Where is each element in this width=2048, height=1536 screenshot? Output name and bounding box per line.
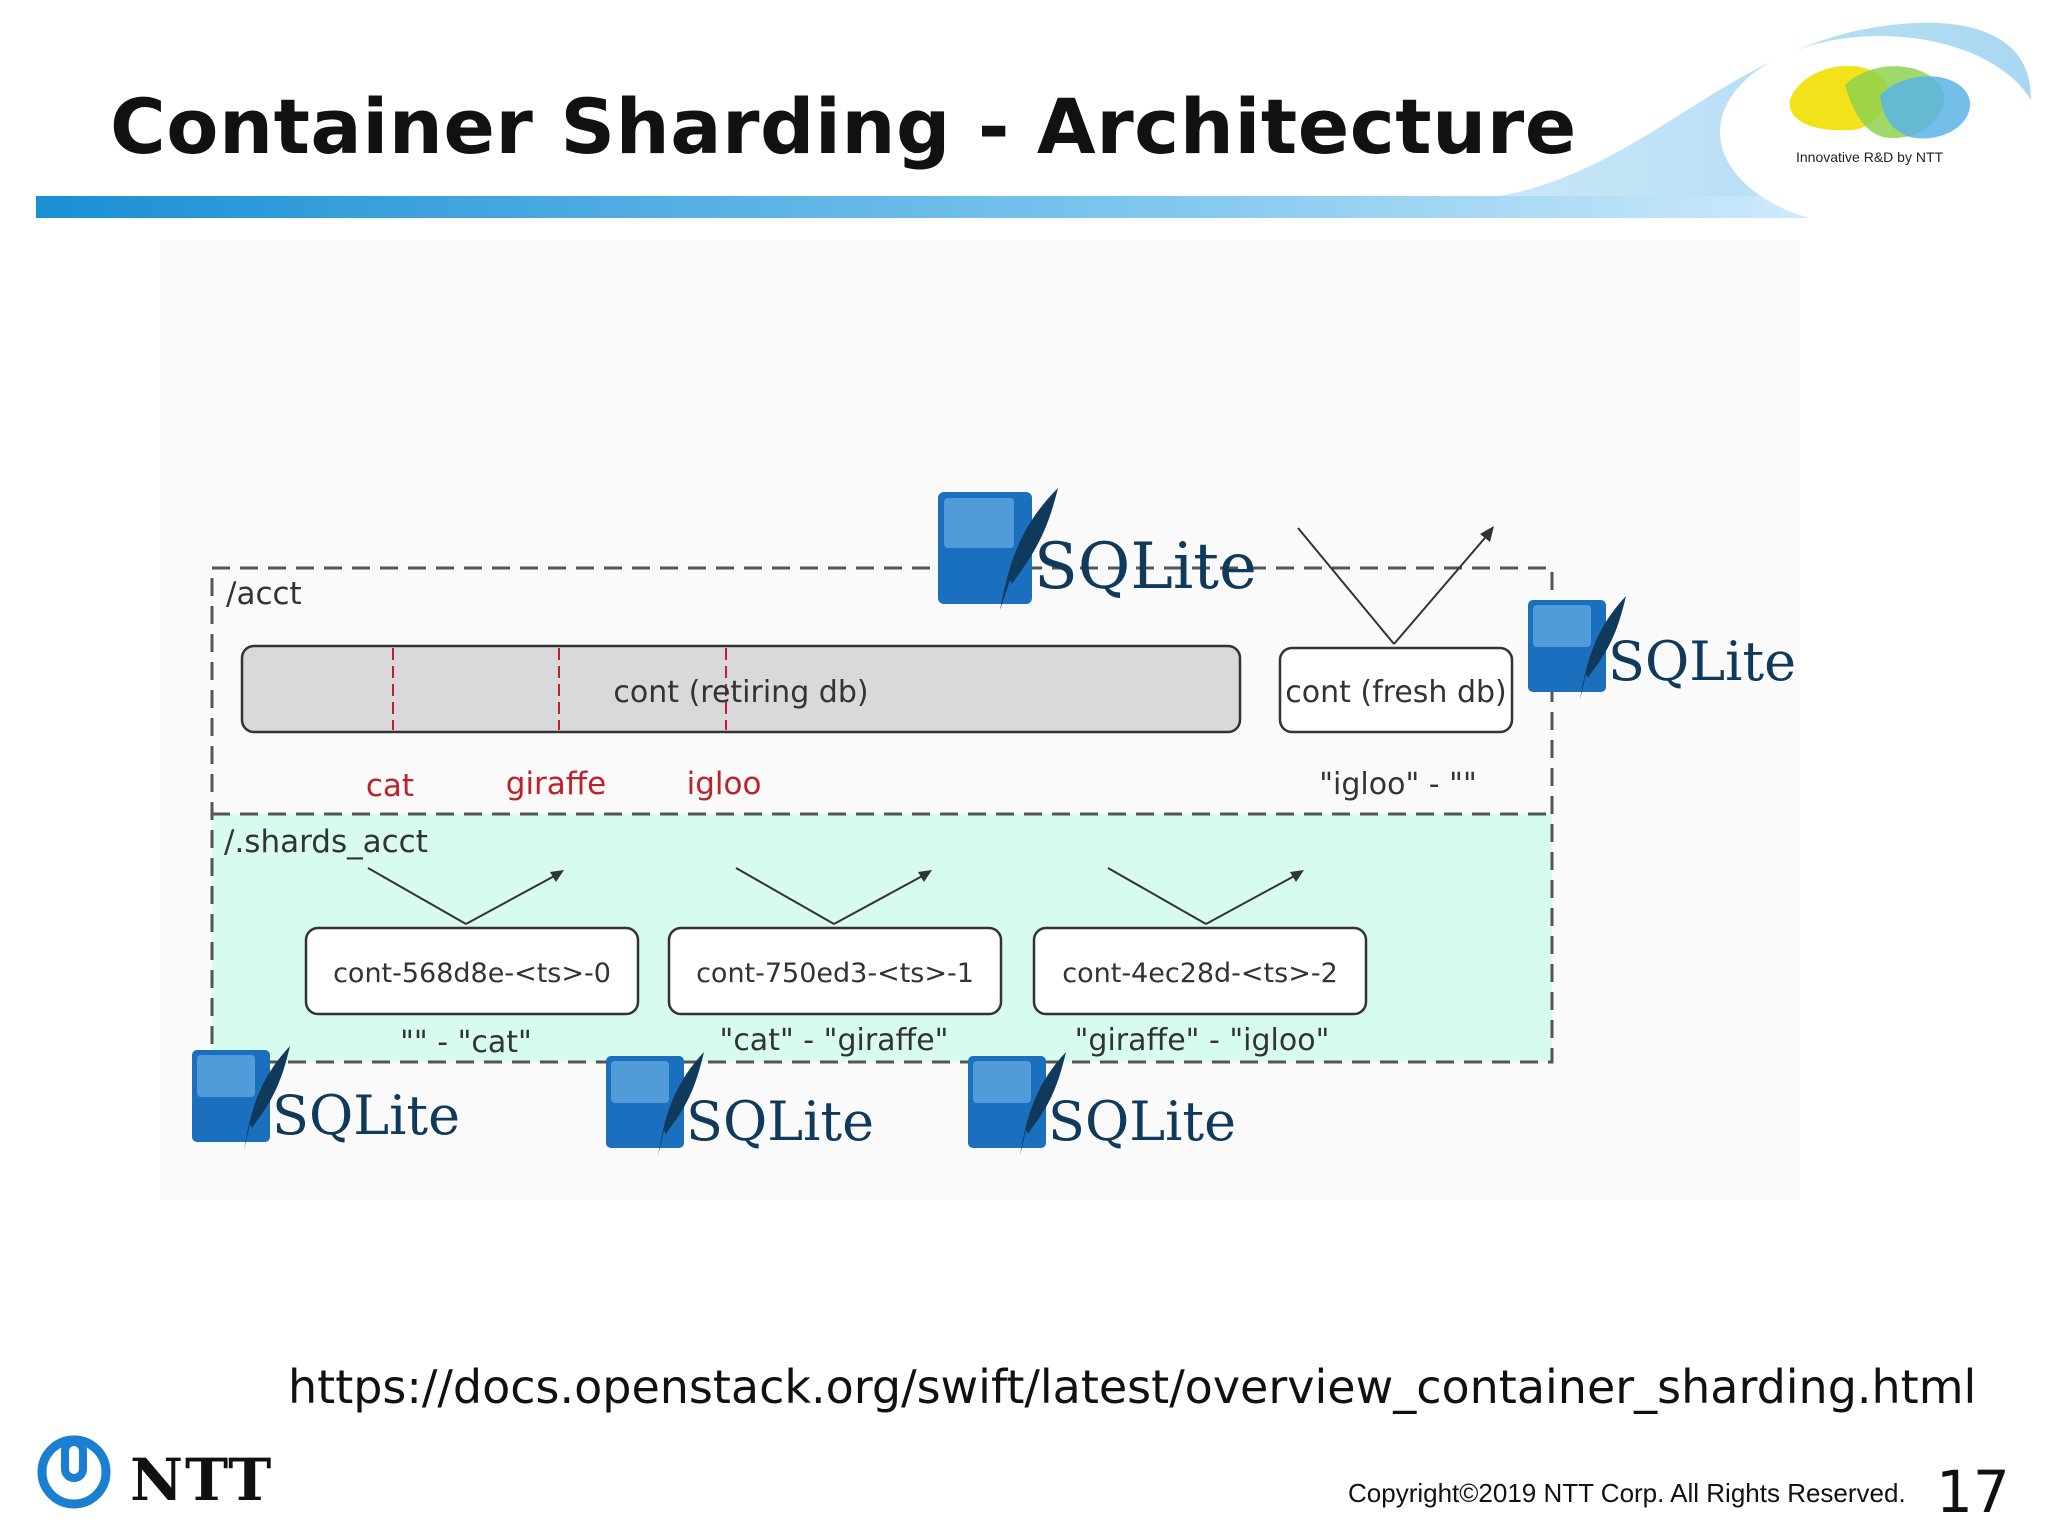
shard-range-2: "giraffe" - "igloo" bbox=[1075, 1023, 1330, 1058]
copyright-notice: Copyright©2019 NTT Corp. All Rights Rese… bbox=[1348, 1478, 1906, 1508]
reference-url[interactable]: https://docs.openstack.org/swift/latest/… bbox=[288, 1360, 1977, 1414]
sqlite-wordmark: SQLite bbox=[686, 1090, 875, 1153]
retiring-db-box bbox=[240, 644, 1242, 734]
sqlite-feather-icon bbox=[938, 488, 1058, 610]
ntt-logo-text: NTT bbox=[130, 1446, 274, 1514]
sqlite-feather-icon bbox=[1528, 596, 1626, 700]
shard-range-1: "cat" - "giraffe" bbox=[720, 1023, 949, 1058]
shard-arrow-2 bbox=[1107, 867, 1304, 925]
ntt-rd-tagline: Innovative R&D by NTT bbox=[1796, 149, 1944, 165]
shard-box-1 bbox=[667, 926, 1003, 1016]
acct-label: /acct bbox=[226, 576, 302, 612]
shard-point-cat: cat bbox=[366, 768, 414, 804]
shard-box-2 bbox=[1032, 926, 1368, 1016]
shard-name-0: cont-568d8e-<ts>-0 bbox=[333, 958, 611, 989]
sqlite-logo-shard-2: SQLite bbox=[968, 1052, 1236, 1162]
sqlite-wordmark: SQLite bbox=[1608, 630, 1797, 693]
header-band bbox=[36, 22, 2040, 228]
sqlite-logo-shard-1: SQLite bbox=[606, 1052, 874, 1162]
fresh-db-box bbox=[1278, 646, 1514, 734]
fresh-db-arrow bbox=[1297, 526, 1494, 645]
retiring-db-label: cont (retiring db) bbox=[613, 675, 868, 710]
sqlite-feather-icon bbox=[606, 1052, 704, 1156]
sqlite-feather-icon bbox=[192, 1046, 290, 1150]
sqlite-wordmark: SQLite bbox=[272, 1084, 461, 1147]
shard-arrow-0 bbox=[367, 867, 564, 925]
shard-point-giraffe: giraffe bbox=[506, 766, 606, 802]
sqlite-wordmark: SQLite bbox=[1048, 1090, 1237, 1153]
sqlite-wordmark: SQLite bbox=[1034, 530, 1257, 604]
ntt-logo-icon bbox=[37, 1435, 111, 1509]
shard-point-igloo: igloo bbox=[687, 766, 762, 802]
page-number: 17 bbox=[1936, 1458, 2010, 1526]
slide-title: Container Sharding - Architecture bbox=[110, 82, 1577, 171]
shard-name-1: cont-750ed3-<ts>-1 bbox=[696, 958, 974, 989]
ntt-rd-logo-icon bbox=[1789, 65, 1971, 139]
fresh-range-label: "igloo" - "" bbox=[1319, 767, 1477, 802]
fresh-db-label: cont (fresh db) bbox=[1285, 675, 1507, 710]
sqlite-logo-retiring: SQLite bbox=[938, 488, 1258, 618]
shard-arrow-1 bbox=[735, 867, 932, 925]
sqlite-feather-icon bbox=[968, 1052, 1066, 1156]
sqlite-logo-fresh: SQLite bbox=[1528, 596, 1796, 706]
sqlite-logo-shard-0: SQLite bbox=[192, 1046, 460, 1156]
shard-box-0 bbox=[304, 926, 640, 1016]
shard-range-0: "" - "cat" bbox=[400, 1025, 532, 1060]
shard-name-2: cont-4ec28d-<ts>-2 bbox=[1062, 958, 1338, 989]
shards-acct-label: /.shards_acct bbox=[224, 824, 428, 860]
